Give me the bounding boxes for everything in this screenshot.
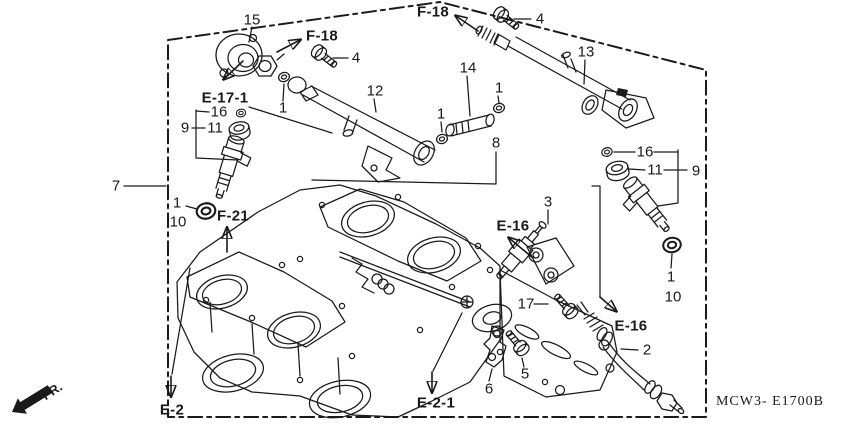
callout-10-right: 10	[664, 288, 682, 306]
assembly-boundary	[167, 1, 707, 418]
front-direction-arrow	[12, 385, 53, 414]
callout-1-pipe-right: 1	[494, 79, 504, 97]
callout-2: 2	[642, 341, 652, 359]
joint-pipe	[445, 113, 495, 137]
callout-14: 14	[459, 59, 477, 77]
callout-1-regulator: 1	[278, 99, 288, 117]
ref-e17-1: E-17-1	[201, 89, 249, 107]
leader-lines	[123, 18, 688, 382]
ref-f21: F-21	[216, 207, 250, 225]
stay-bracket	[483, 325, 507, 368]
ref-f18-right: F-18	[416, 3, 450, 21]
throttle-body	[176, 184, 618, 419]
ref-e16-upper: E-16	[496, 217, 530, 235]
callout-16-left: 16	[210, 103, 228, 121]
sensor-assembly	[496, 221, 575, 285]
callout-15: 15	[243, 11, 261, 29]
fuel-rail-right	[475, 25, 655, 129]
callout-4-left: 4	[351, 49, 361, 67]
front-label: FR.	[39, 379, 65, 403]
callout-7: 7	[111, 177, 121, 195]
callout-11-right: 11	[647, 161, 663, 179]
callout-16-right: 16	[636, 143, 654, 161]
ref-e2-1: E-2-1	[416, 394, 456, 412]
diagram-part-code: MCW3- E1700B	[715, 394, 825, 409]
callout-9-right: 9	[691, 162, 701, 180]
callout-8: 8	[491, 134, 501, 152]
callout-1-injector-right: 1	[666, 268, 676, 286]
injector-seal-right	[605, 160, 630, 182]
callout-1-injector-left: 1	[172, 194, 182, 212]
callout-1-pipe-left: 1	[436, 105, 446, 123]
callout-11-left: 11	[207, 119, 223, 137]
fuel-hose	[576, 301, 685, 415]
callout-13: 13	[577, 43, 595, 61]
callout-5: 5	[520, 365, 530, 383]
ref-e16-lower: E-16	[614, 317, 648, 335]
reference-arrows	[171, 16, 616, 396]
callout-6: 6	[484, 380, 494, 398]
ref-e2: E-2	[159, 401, 185, 419]
injector-seal-left	[228, 121, 251, 141]
ref-f18-left: F-18	[305, 27, 339, 45]
callout-17: 17	[517, 295, 535, 313]
callout-3: 3	[543, 193, 553, 211]
callout-12: 12	[366, 82, 384, 100]
callout-10-left: 10	[169, 213, 187, 231]
callout-4-right: 4	[535, 10, 545, 28]
callout-9-left: 9	[180, 119, 190, 137]
fuel-rail-left	[287, 76, 436, 183]
